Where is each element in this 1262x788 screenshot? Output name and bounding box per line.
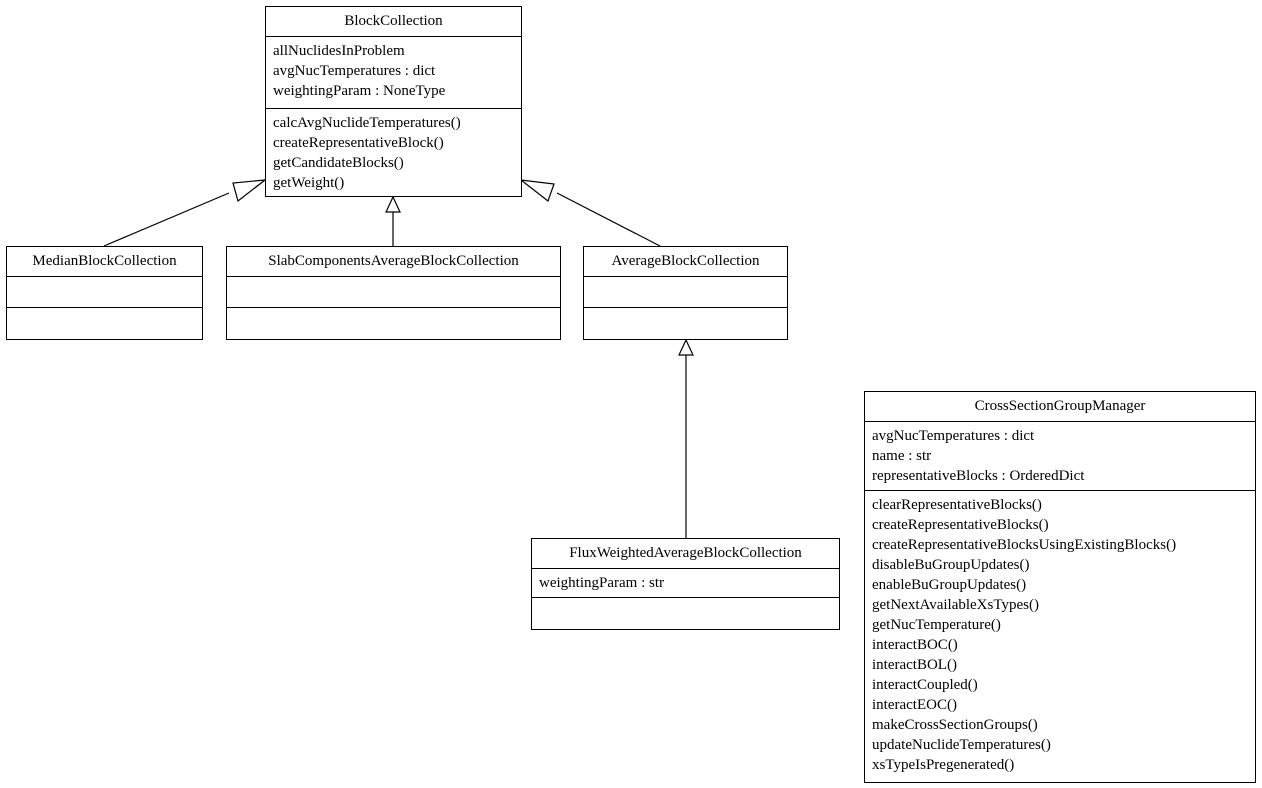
edge-average-to-blockcollection (518, 179, 661, 247)
method-row: interactBOC() (872, 637, 958, 653)
class-box-average-block-collection[interactable]: AverageBlockCollection (583, 246, 788, 340)
method-row: getNextAvailableXsTypes() (872, 597, 1039, 613)
class-attributes-average-block-collection (584, 277, 787, 308)
attribute-row: allNuclidesInProblem (273, 43, 405, 59)
method-row: getCandidateBlocks() (273, 155, 404, 171)
class-box-flux-weighted-average-block-collection[interactable]: FluxWeightedAverageBlockCollection weigh… (531, 538, 840, 630)
method-row: makeCrossSectionGroups() (872, 717, 1038, 733)
class-box-median-block-collection[interactable]: MedianBlockCollection (6, 246, 203, 340)
attribute-row: avgNucTemperatures : dict (872, 428, 1035, 444)
attribute-row: name : str (872, 448, 932, 464)
method-row: interactBOL() (872, 657, 957, 673)
class-name-block-collection: BlockCollection (266, 7, 521, 37)
class-box-slab-components-average-block-collection[interactable]: SlabComponentsAverageBlockCollection (226, 246, 561, 340)
class-name-average-block-collection: AverageBlockCollection (584, 247, 787, 277)
method-row: interactCoupled() (872, 677, 978, 693)
class-attributes-slab-components-average-block-collection (227, 277, 560, 308)
class-methods-block-collection: calcAvgNuclideTemperatures() createRepre… (266, 109, 521, 198)
method-row: clearRepresentativeBlocks() (872, 497, 1042, 513)
method-row: updateNuclideTemperatures() (872, 737, 1051, 753)
class-name-cross-section-group-manager: CrossSectionGroupManager (865, 392, 1255, 422)
edge-fluxweighted-to-average (678, 338, 694, 538)
class-attributes-median-block-collection (7, 277, 202, 308)
edge-median-to-blockcollection (103, 179, 267, 247)
method-row: getWeight() (273, 175, 345, 191)
method-row: createRepresentativeBlocks() (872, 517, 1049, 533)
class-name-slab-components-average-block-collection: SlabComponentsAverageBlockCollection (227, 247, 560, 277)
edge-slab-to-blockcollection (385, 195, 401, 246)
attribute-row: avgNucTemperatures : dict (273, 63, 436, 79)
method-row: createRepresentativeBlocksUsingExistingB… (872, 537, 1177, 553)
class-box-block-collection[interactable]: BlockCollection allNuclidesInProblem avg… (265, 6, 522, 197)
method-row: createRepresentativeBlock() (273, 135, 444, 151)
method-row: calcAvgNuclideTemperatures() (273, 115, 461, 131)
attribute-row: weightingParam : NoneType (273, 83, 446, 99)
attribute-row: representativeBlocks : OrderedDict (872, 468, 1085, 484)
method-row: interactEOC() (872, 697, 957, 713)
class-name-median-block-collection: MedianBlockCollection (7, 247, 202, 277)
class-attributes-flux-weighted-average-block-collection: weightingParam : str (532, 569, 839, 598)
class-methods-cross-section-group-manager: clearRepresentativeBlocks() createRepres… (865, 491, 1255, 780)
attribute-row: weightingParam : str (539, 575, 664, 591)
class-name-flux-weighted-average-block-collection: FluxWeightedAverageBlockCollection (532, 539, 839, 569)
method-row: xsTypeIsPregenerated() (872, 757, 1015, 773)
method-row: disableBuGroupUpdates() (872, 557, 1030, 573)
class-attributes-block-collection: allNuclidesInProblem avgNucTemperatures … (266, 37, 521, 109)
method-row: enableBuGroupUpdates() (872, 577, 1027, 593)
class-attributes-cross-section-group-manager: avgNucTemperatures : dict name : str rep… (865, 422, 1255, 491)
class-box-cross-section-group-manager[interactable]: CrossSectionGroupManager avgNucTemperatu… (864, 391, 1256, 783)
method-row: getNucTemperature() (872, 617, 1001, 633)
